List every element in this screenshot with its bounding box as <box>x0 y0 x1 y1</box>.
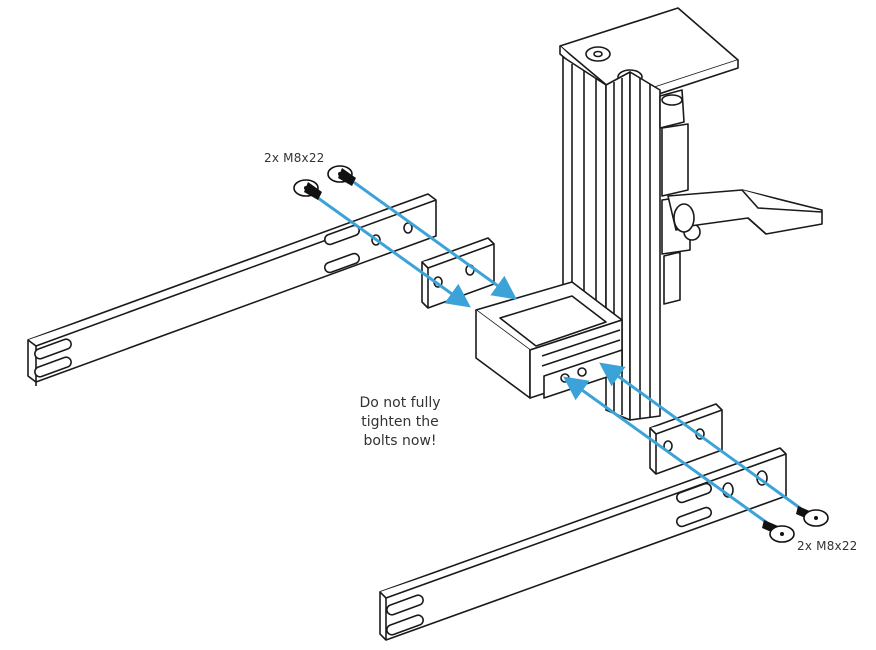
spacer-plate-top <box>421 237 495 309</box>
assembly-note: Do not fully tighten the bolts now! <box>336 394 464 451</box>
bolt-top-upper <box>327 165 356 186</box>
plate-screw-1 <box>585 46 611 62</box>
bolt-top-lower <box>293 179 322 200</box>
bolt-bottom-lower <box>762 520 795 543</box>
bolt-count-label-bottom: 2x M8x22 <box>797 539 858 553</box>
note-line-2: tighten the <box>361 414 439 430</box>
bolt-bottom-upper <box>796 506 829 527</box>
note-line-3: bolts now! <box>363 433 437 449</box>
arrow-bottom-lower <box>563 376 768 524</box>
long-bar-bottom <box>379 447 787 641</box>
bolt-count-label-top: 2x M8x22 <box>264 151 325 165</box>
arrow-bottom-upper <box>599 362 802 510</box>
clamp-handle <box>667 189 823 235</box>
long-bar-top <box>27 193 437 386</box>
clamp-mechanism <box>659 89 701 305</box>
note-line-1: Do not fully <box>359 395 441 411</box>
arrow-top-upper <box>353 181 517 300</box>
spacer-plate-bottom <box>649 403 723 475</box>
arrow-top-lower <box>316 196 471 308</box>
